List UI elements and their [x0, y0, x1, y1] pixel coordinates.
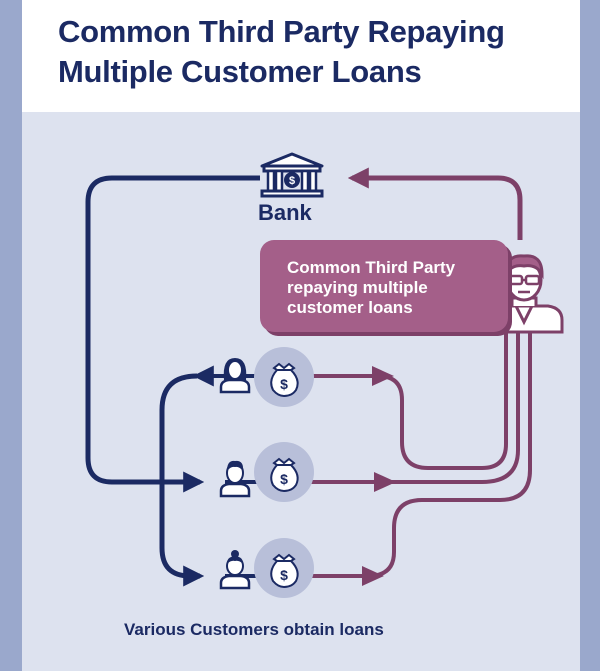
customer-3: $ — [219, 538, 314, 598]
repayment-arrow-3 — [362, 566, 384, 586]
third-party-callout — [260, 240, 508, 332]
third-party-to-bank-arrow — [347, 167, 523, 240]
repayment-line-2 — [308, 320, 520, 484]
bank-icon: $ — [260, 152, 324, 198]
man-customer-icon — [219, 460, 251, 498]
svg-text:$: $ — [280, 376, 288, 392]
woman-bun-customer-icon — [219, 550, 251, 590]
third-party-label: Common Third Party repaying multiple cus… — [287, 258, 456, 317]
money-bag-icon: $ — [270, 553, 299, 589]
svg-text:$: $ — [280, 567, 288, 583]
svg-text:$: $ — [280, 471, 288, 487]
loan-branch-arrow-top — [159, 365, 214, 440]
customer-1: $ — [219, 347, 314, 407]
customers-caption: Various Customers obtain loans — [124, 620, 384, 639]
money-bag-icon: $ — [270, 457, 299, 493]
customer-2: $ — [219, 442, 314, 502]
repayment-arrow-1 — [372, 366, 394, 386]
repayment-arrow-2 — [374, 472, 396, 492]
infographic-card: Common Third Party Repaying Multiple Cus… — [22, 0, 580, 671]
loan-branch-arrow-bottom — [159, 440, 205, 587]
money-bag-icon: $ — [270, 362, 299, 398]
repayment-line-3 — [308, 320, 532, 578]
bank-label: Bank — [258, 200, 312, 225]
page-title: Common Third Party Repaying Multiple Cus… — [58, 14, 505, 89]
header: Common Third Party Repaying Multiple Cus… — [22, 0, 580, 112]
bank-to-customer-arrow — [85, 175, 260, 493]
woman-customer-icon — [219, 358, 251, 394]
svg-text:$: $ — [289, 175, 295, 187]
repayment-line-1 — [308, 320, 508, 470]
flow-diagram: $ $ — [85, 152, 564, 598]
